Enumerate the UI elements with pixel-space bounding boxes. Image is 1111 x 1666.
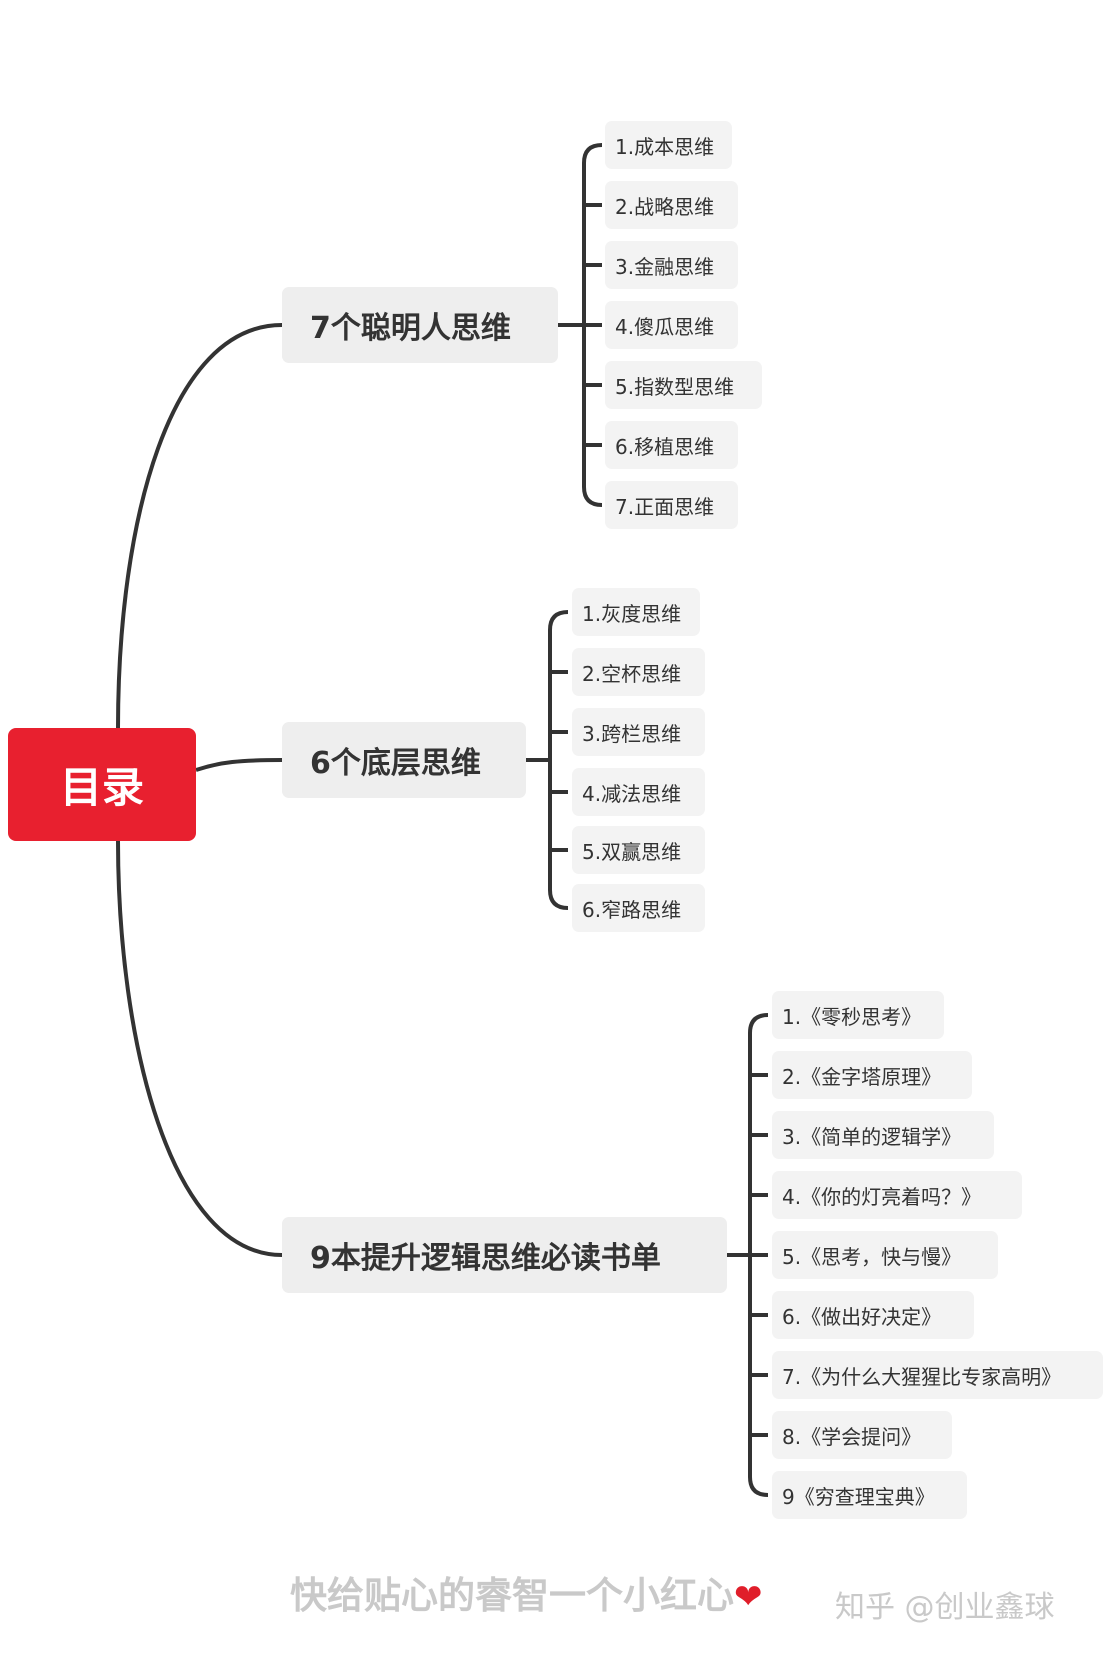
leaf-node: 5.指数型思维: [605, 361, 762, 409]
root-node: 目录: [8, 728, 196, 841]
connector-root-branch-2: [195, 758, 283, 772]
branch-node-1: 7个聪明人思维: [282, 287, 558, 363]
leaf-node: 6.窄路思维: [572, 884, 705, 932]
leaf-node: 9《穷查理宝典》: [772, 1471, 967, 1519]
leaf-node: 7.正面思维: [605, 481, 738, 529]
leaf-node: 6.移植思维: [605, 421, 738, 469]
leaf-node: 2.《金字塔原理》: [772, 1051, 972, 1099]
watermark-brand: 知乎 @创业鑫球: [835, 1590, 1055, 1625]
leaf-node: 7.《为什么大猩猩比专家高明》: [772, 1351, 1103, 1399]
leaf-node: 3.跨栏思维: [572, 708, 705, 756]
leaf-node: 4.《你的灯亮着吗？》: [772, 1171, 1022, 1219]
leaf-node: 1.成本思维: [605, 121, 732, 169]
leaf-node: 8.《学会提问》: [772, 1411, 952, 1459]
leaf-node: 5.双赢思维: [572, 826, 705, 874]
root-label: 目录: [59, 763, 144, 812]
footer-caption: 快给贴心的睿智一个小红心❤: [290, 1565, 763, 1619]
leaf-node: 1.《零秒思考》: [772, 991, 944, 1039]
leaf-node: 2.空杯思维: [572, 648, 705, 696]
leaf-node: 6.《做出好决定》: [772, 1291, 974, 1339]
heart-icon: ❤: [734, 1577, 763, 1617]
branch-label: 9本提升逻辑思维必读书单: [310, 1241, 661, 1276]
branch-label: 6个底层思维: [310, 746, 481, 781]
leaf-node: 5.《思考，快与慢》: [772, 1231, 998, 1279]
branch-node-3: 9本提升逻辑思维必读书单: [282, 1217, 727, 1293]
leaf-node: 1.灰度思维: [572, 588, 700, 636]
leaf-node: 3.《简单的逻辑学》: [772, 1111, 994, 1159]
branch-label: 7个聪明人思维: [310, 311, 511, 346]
leaf-node: 2.战略思维: [605, 181, 738, 229]
leaf-node: 4.傻瓜思维: [605, 301, 738, 349]
branch-node-2: 6个底层思维: [282, 722, 526, 798]
leaf-node: 4.减法思维: [572, 768, 705, 816]
footer-text: 快给贴心的睿智一个小红心: [290, 1574, 734, 1617]
connector-branch-2-bracket: [548, 610, 569, 910]
connector-root-branch-3: [116, 840, 283, 1257]
connector-root-branch-1: [116, 323, 283, 729]
leaf-node: 3.金融思维: [605, 241, 738, 289]
